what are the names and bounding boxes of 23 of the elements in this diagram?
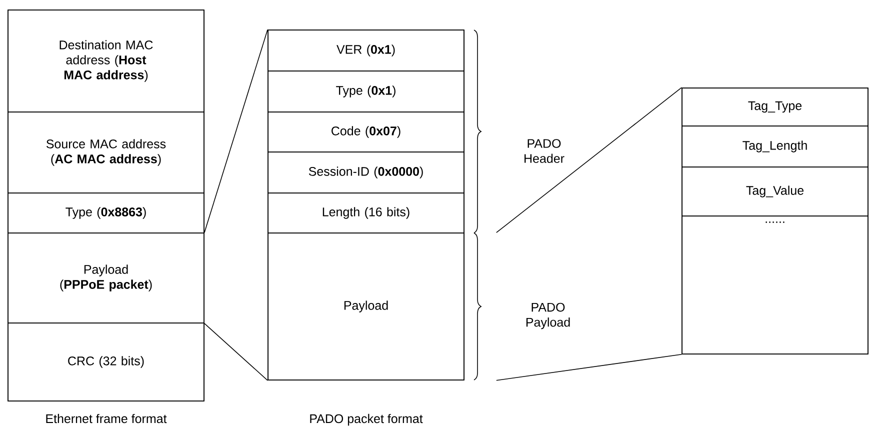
zoom-line	[496, 354, 682, 381]
field-row: Session-ID (0x0000)	[268, 152, 464, 194]
field-row: Destination MAC address (Host MAC address)	[8, 10, 204, 112]
field-row: Tag_Type	[682, 88, 868, 126]
field-row: Tag_Length	[682, 126, 868, 168]
field-row: Payload (PPPoE packet)	[8, 232, 204, 324]
field-row: CRC (32 bits)	[8, 322, 204, 402]
field-row: Type (0x1)	[268, 70, 464, 112]
brace-label: PADO Payload	[526, 302, 570, 330]
field-row: VER (0x1)	[268, 30, 464, 72]
zoom-line	[204, 323, 268, 381]
field-row: Type (0x8863)	[8, 192, 204, 234]
field-row: Tag_Value	[682, 166, 868, 216]
field-row: Payload	[268, 232, 464, 380]
brace-label: PADO Header	[524, 139, 564, 163]
zoom-line	[204, 29, 268, 233]
node-label: PADO packet format	[310, 414, 423, 426]
field-row: Code (0x07)	[268, 112, 464, 152]
node-label: Ethernet frame format	[46, 414, 167, 424]
field-row: Length (16 bits)	[268, 192, 464, 234]
zoom-line	[496, 87, 682, 233]
field-row: Source MAC address (AC MAC address)	[8, 112, 204, 194]
field-row: ......	[682, 216, 868, 354]
